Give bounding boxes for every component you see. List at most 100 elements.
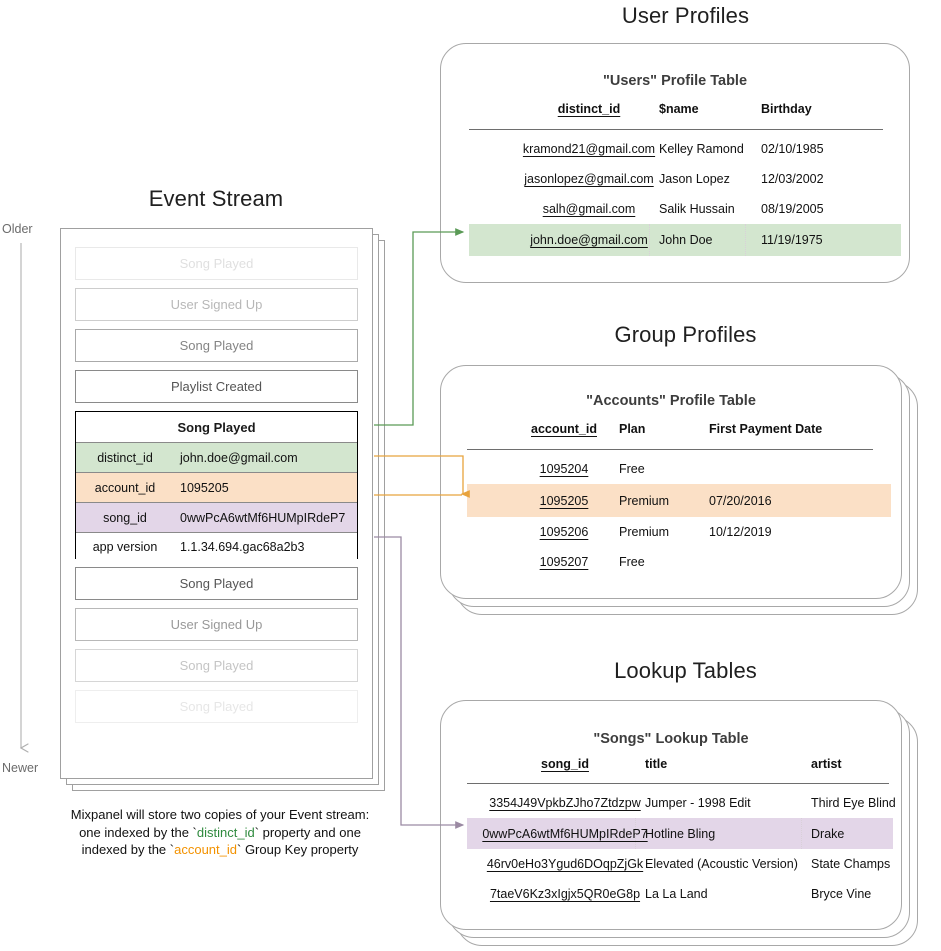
caption-line-3-suffix: ` Group Key property [237,842,359,857]
cell-first-payment-date: 10/12/2019 [709,525,772,539]
accounts-table-header-row: account_id Plan First Payment Date [441,422,901,444]
songs-col-artist: artist [811,757,842,771]
accounts-col-plan: Plan [619,422,646,436]
focused-event-title: Song Played [177,419,256,435]
cell-account-id: 1095205 [539,493,589,508]
property-value: john.doe@gmail.com [180,450,298,465]
event-card-label: Song Played [179,699,254,714]
property-key: account_id [94,480,156,495]
cell-name: Kelley Ramond [659,142,744,156]
event-stream-stack: Song Played User Signed Up Song Played P… [60,228,385,791]
cell-artist: Third Eye Blind [811,796,896,810]
cell-distinct-id: salh@gmail.com [542,202,636,216]
cell-account-id: 1095206 [539,525,589,539]
cell-song-id: 0wwPcA6wtMf6HUMpIRdeP7 [482,826,648,841]
event-property-row-distinct-id[interactable]: distinct_id john.doe@gmail.com [76,442,357,472]
property-value: 0wwPcA6wtMf6HUMpIRdeP7 [180,510,346,525]
focused-event-card[interactable]: Song Played distinct_id john.doe@gmail.c… [75,411,358,560]
songs-table-header-row: song_id title artist [441,757,901,779]
property-value: 1.1.34.694.gac68a2b3 [180,539,305,554]
cell-account-id: 1095204 [539,462,589,476]
table-row[interactable]: 1095206 Premium 10/12/2019 [441,517,901,547]
accounts-profile-card: "Accounts" Profile Table account_id Plan… [440,365,902,599]
cell-plan: Free [619,555,645,569]
row-column-separator [801,818,802,849]
event-property-row-app-version[interactable]: app version 1.1.34.694.gac68a2b3 [76,532,357,560]
caption-line-3: indexed by the `account_id` Group Key pr… [40,841,400,859]
event-card-label: Song Played [179,576,254,591]
event-card[interactable]: Song Played [75,329,358,362]
event-stream-title: Event Stream [148,186,284,211]
table-row[interactable]: kramond21@gmail.com Kelley Ramond 02/10/… [441,134,909,164]
cell-first-payment-date: 07/20/2016 [709,493,772,508]
caption-token-account-id: account_id [174,842,237,857]
songs-col-title: title [645,757,668,771]
event-stream-front-panel: Song Played User Signed Up Song Played P… [60,228,373,779]
users-profile-card: "Users" Profile Table distinct_id $name … [440,43,910,283]
table-row-highlighted[interactable]: 0wwPcA6wtMf6HUMpIRdeP7 Hotline Bling Dra… [467,818,893,849]
caption-line-2-suffix: ` property and one [254,824,361,840]
event-card[interactable]: Song Played [75,567,358,600]
users-col-distinct-id: distinct_id [557,102,621,116]
cell-title: Jumper - 1998 Edit [645,796,751,810]
cell-name: John Doe [659,233,713,247]
table-row[interactable]: 7taeV6Kz3xIgjx5QR0eG8p La La Land Bryce … [441,879,901,909]
cell-name: Jason Lopez [659,172,730,186]
songs-col-song-id: song_id [541,757,589,771]
caption-line-2: one indexed by the `distinct_id` propert… [40,824,400,842]
cell-plan: Premium [619,493,670,508]
cell-distinct-id: john.doe@gmail.com [530,233,648,247]
row-column-separator [635,818,636,849]
property-key: app version [92,539,158,554]
table-row[interactable]: 3354J49VpkbZJho7Ztdzpw Jumper - 1998 Edi… [441,788,901,818]
users-table-divider [469,129,883,130]
event-property-row-song-id[interactable]: song_id 0wwPcA6wtMf6HUMpIRdeP7 [76,502,357,532]
event-card[interactable]: Song Played [75,690,358,723]
event-property-row-account-id[interactable]: account_id 1095205 [76,472,357,502]
row-column-separator [745,224,746,256]
cell-song-id: 46rv0eHo3Ygud6DOqpZjGk [486,857,644,871]
table-row[interactable]: 46rv0eHo3Ygud6DOqpZjGk Elevated (Acousti… [441,849,901,879]
table-row[interactable]: salh@gmail.com Salik Hussain 08/19/2005 [441,194,909,224]
user-profiles-title: User Profiles [621,3,750,28]
cell-birthday: 12/03/2002 [761,172,824,186]
event-card[interactable]: Playlist Created [75,370,358,403]
lookup-tables-title: Lookup Tables [614,658,757,683]
cell-title: Elevated (Acoustic Version) [645,857,798,871]
event-card[interactable]: User Signed Up [75,608,358,641]
group-profiles-card-stack: "Accounts" Profile Table account_id Plan… [440,365,918,615]
cell-title: Hotline Bling [645,826,716,841]
cell-account-id: 1095207 [539,555,589,569]
event-card[interactable]: User Signed Up [75,288,358,321]
stream-caption: Mixpanel will store two copies of your E… [40,806,400,859]
caption-line-3-prefix: indexed by the ` [81,842,175,857]
table-row[interactable]: 1095207 Free [441,547,901,577]
accounts-table-title: "Accounts" Profile Table [586,393,756,409]
property-key: distinct_id [97,450,153,465]
table-row-highlighted[interactable]: 1095205 Premium 07/20/2016 [467,484,891,517]
caption-line-2-prefix: one indexed by the ` [79,824,197,840]
users-table-title: "Users" Profile Table [602,73,748,89]
users-col-name: $name [659,102,699,116]
timeline-newer-label: Newer [2,761,39,775]
songs-table-title: "Songs" Lookup Table [593,731,749,747]
table-row[interactable]: 1095204 Free [441,454,901,484]
cell-birthday: 08/19/2005 [761,202,824,216]
cell-title: La La Land [645,887,708,901]
table-row[interactable]: jasonlopez@gmail.com Jason Lopez 12/03/2… [441,164,909,194]
cell-plan: Premium [619,525,670,539]
event-card-label: Playlist Created [170,379,263,394]
cell-song-id: 3354J49VpkbZJho7Ztdzpw [489,796,641,810]
cell-artist: Bryce Vine [811,887,872,901]
accounts-table-divider [467,449,873,450]
songs-table-divider [467,783,889,784]
user-profiles-card-stack: "Users" Profile Table distinct_id $name … [440,43,918,283]
table-row-highlighted[interactable]: john.doe@gmail.com John Doe 11/19/1975 [469,224,901,256]
accounts-col-account-id: account_id [531,422,597,436]
caption-token-distinct-id: distinct_id [196,824,255,840]
event-card[interactable]: Song Played [75,649,358,682]
event-card[interactable]: Song Played [75,247,358,280]
timeline-older-label: Older [2,222,33,236]
group-profiles-title: Group Profiles [614,322,757,347]
cell-birthday: 02/10/1985 [761,142,824,156]
